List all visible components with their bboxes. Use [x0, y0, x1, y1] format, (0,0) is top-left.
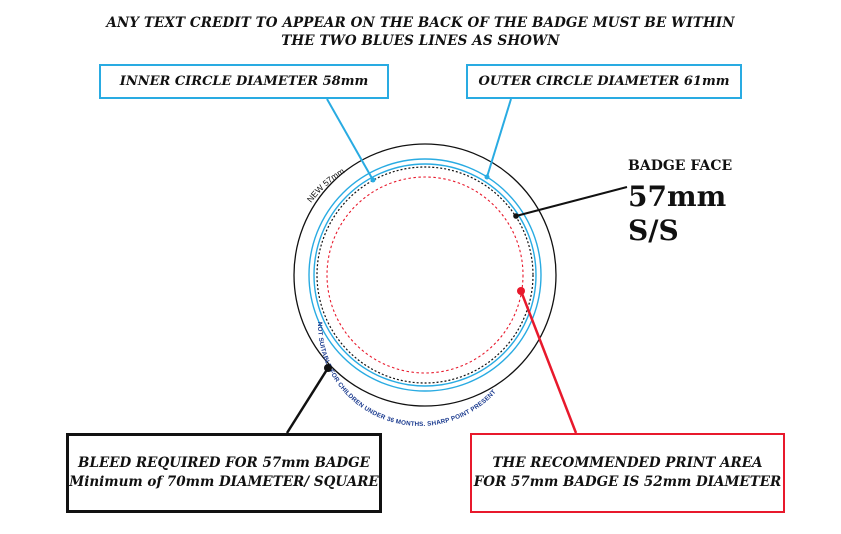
- header-line-1: ANY TEXT CREDIT TO APPEAR ON THE BACK OF…: [106, 15, 735, 31]
- outer-circle-label-box: OUTER CIRCLE DIAMETER 61mm: [466, 64, 742, 99]
- print-area-pointer-dot: [517, 287, 525, 295]
- header-line-2: THE TWO BLUES LINES AS SHOWN: [281, 33, 560, 49]
- print-area-label-box: THE RECOMMENDED PRINT AREA FOR 57mm BADG…: [470, 433, 785, 513]
- inner-circle-pointer-dot: [370, 177, 376, 183]
- outer-circle-label: OUTER CIRCLE DIAMETER 61mm: [478, 74, 730, 89]
- bleed-pointer-dot: [324, 364, 332, 372]
- badge-face-pointer-line: [515, 186, 628, 217]
- badge-face-pointer-dot: [513, 213, 519, 219]
- badge-face-size: 57mm: [628, 180, 727, 213]
- bleed-label-line-1: BLEED REQUIRED FOR 57mm BADGE: [78, 455, 370, 471]
- print-area-label-line-1: THE RECOMMENDED PRINT AREA: [492, 455, 763, 471]
- circle-bottom-textpath: NOT SUITABLE FOR CHILDREN UNDER 36 MONTH…: [316, 322, 497, 428]
- bleed-circle: [293, 143, 557, 407]
- bleed-label-line-2: Minimum of 70mm DIAMETER/ SQUARE: [69, 474, 379, 490]
- circle-top-text: NEW 57mm: [305, 166, 346, 204]
- outer-blue-circle: [308, 158, 542, 392]
- print-area-circle: [326, 176, 524, 374]
- circle-top-textpath: NEW 57mm: [305, 166, 346, 204]
- print-area-label-line-2: FOR 57mm BADGE IS 52mm DIAMETER: [473, 474, 782, 490]
- inner-blue-circle: [313, 163, 537, 387]
- badge-face-circle: [316, 166, 534, 384]
- print-area-pointer-line: [519, 290, 578, 434]
- inner-circle-pointer-line: [326, 98, 374, 181]
- bleed-label-box: BLEED REQUIRED FOR 57mm BADGE Minimum of…: [66, 433, 382, 513]
- inner-circle-label: INNER CIRCLE DIAMETER 58mm: [119, 74, 369, 89]
- circle-bottom-text: NOT SUITABLE FOR CHILDREN UNDER 36 MONTH…: [316, 322, 498, 428]
- header-instruction: ANY TEXT CREDIT TO APPEAR ON THE BACK OF…: [0, 14, 841, 50]
- outer-circle-pointer-dot: [484, 174, 490, 180]
- outer-circle-pointer-line: [486, 98, 512, 178]
- bleed-pointer-line: [285, 367, 330, 434]
- badge-face-title: BADGE FACE: [628, 158, 733, 174]
- inner-circle-label-box: INNER CIRCLE DIAMETER 58mm: [99, 64, 389, 99]
- badge-face-type: S/S: [628, 214, 679, 247]
